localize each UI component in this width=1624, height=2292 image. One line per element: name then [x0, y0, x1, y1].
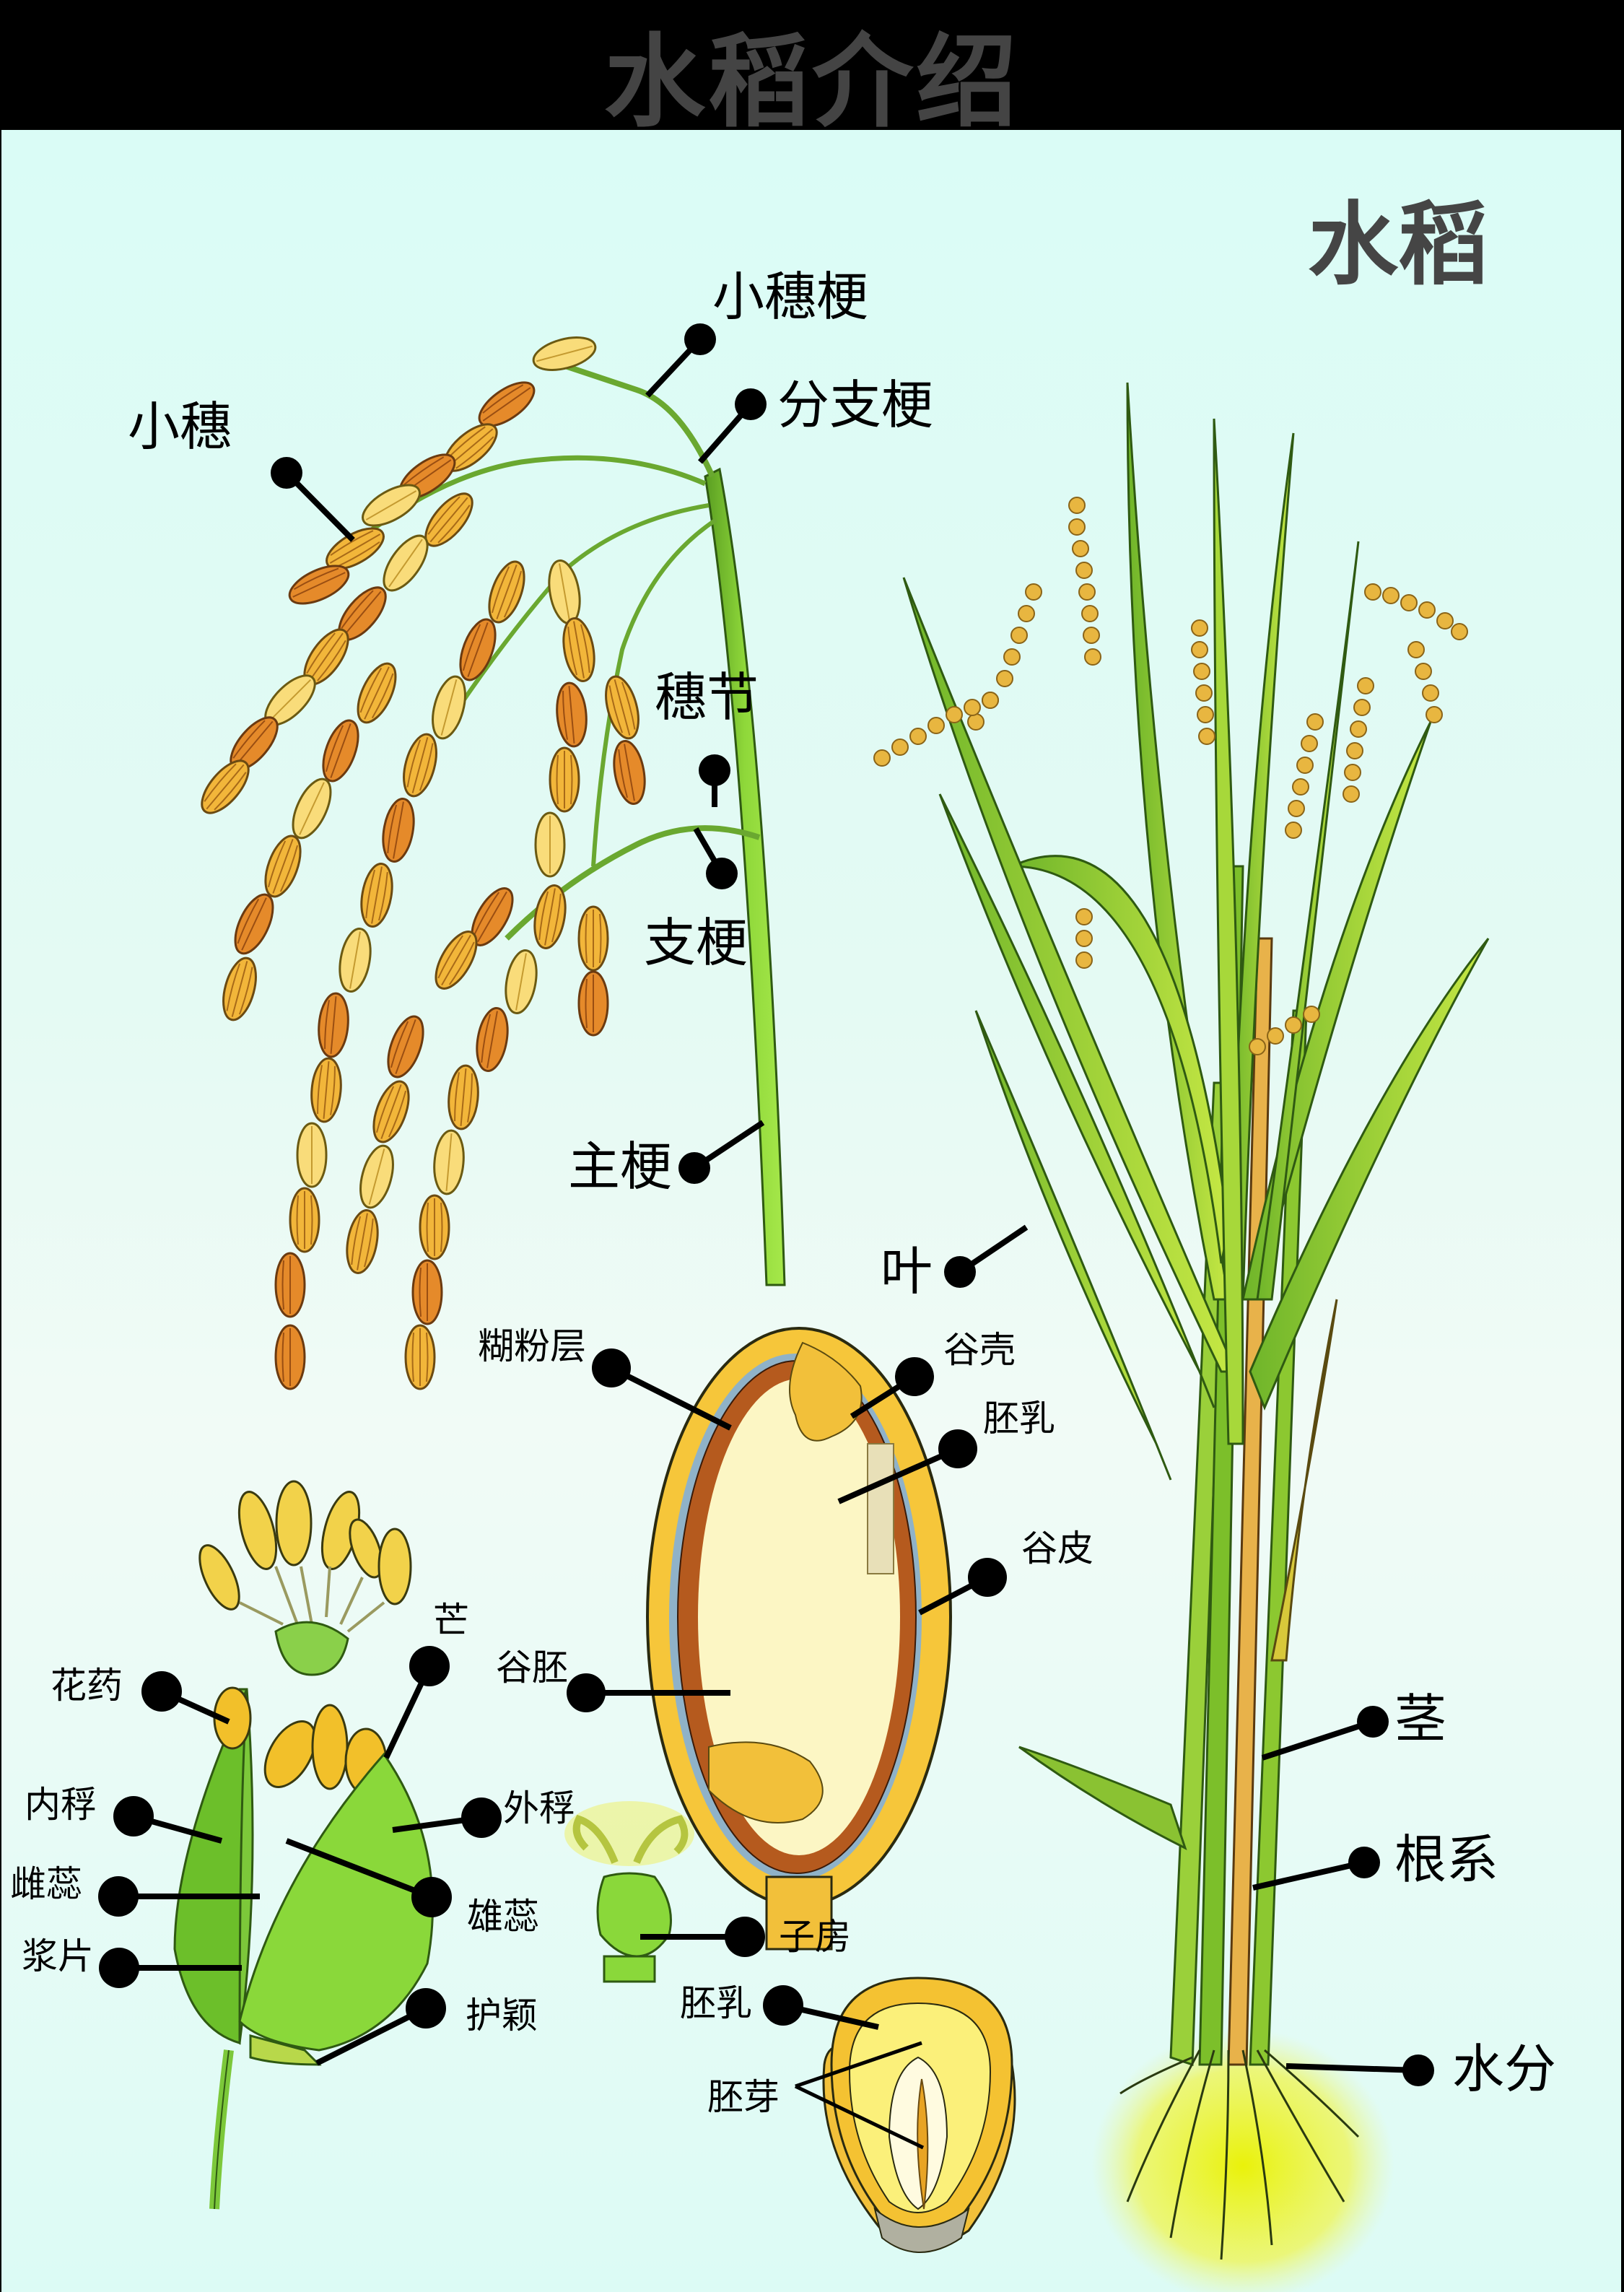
- panicle-illustration: [192, 330, 786, 1390]
- ovary-illustration: [564, 1801, 694, 1983]
- label-palea: 内稃: [25, 1784, 97, 1826]
- label-main-rachis: 主梗: [568, 1136, 673, 1197]
- page-title: 水稻介绍: [603, 24, 1020, 131]
- label-plumule: 胚芽: [707, 2076, 780, 2118]
- label-ovary: 子房: [779, 1916, 851, 1958]
- label-spikelet: 小穗: [128, 396, 232, 457]
- label-root-system: 根系: [1394, 1829, 1499, 1890]
- label-seed-endosperm: 胚乳: [680, 1982, 752, 2024]
- label-aleurone-layer: 糊粉层: [478, 1325, 586, 1367]
- label-husk: 谷壳: [943, 1329, 1016, 1371]
- label-pistil: 雌蕊: [10, 1863, 82, 1905]
- label-branch-rachis: 分支梗: [777, 375, 934, 435]
- label-stamen: 雄蕊: [467, 1896, 539, 1938]
- leader-dots: [98, 323, 1434, 2086]
- label-panicle-node: 穗节: [655, 667, 759, 728]
- label-bran: 谷皮: [1021, 1528, 1093, 1569]
- illustration: [98, 323, 1490, 2292]
- flower-illustration: [173, 1480, 434, 2210]
- label-lemma: 外稃: [503, 1787, 575, 1829]
- header-bar: 水稻介绍: [0, 0, 1624, 130]
- label-embryo: 谷胚: [496, 1647, 568, 1689]
- diagram-canvas: 水稻 小穗梗 分支梗 小穗 穗节 支梗 主梗 叶 茎 根系 水分 糊粉层 谷壳 …: [1, 130, 1621, 2292]
- rice-plant-illustration: [873, 382, 1490, 2292]
- label-glume: 护颖: [466, 1995, 538, 2036]
- label-water: 水分: [1452, 2039, 1557, 2099]
- label-secondary-rachis: 支梗: [644, 912, 748, 973]
- main-title: 水稻: [1308, 193, 1488, 297]
- label-anther: 花药: [51, 1665, 123, 1707]
- grain-section-illustration: [646, 1327, 952, 1951]
- label-stem: 茎: [1394, 1689, 1447, 1749]
- label-leaf: 叶: [881, 1241, 933, 1302]
- label-spikelet-pedicel: 小穗梗: [712, 266, 869, 327]
- label-awn: 芒: [433, 1600, 469, 1642]
- label-lodicule: 浆片: [22, 1935, 94, 1977]
- label-endosperm: 胚乳: [983, 1398, 1055, 1439]
